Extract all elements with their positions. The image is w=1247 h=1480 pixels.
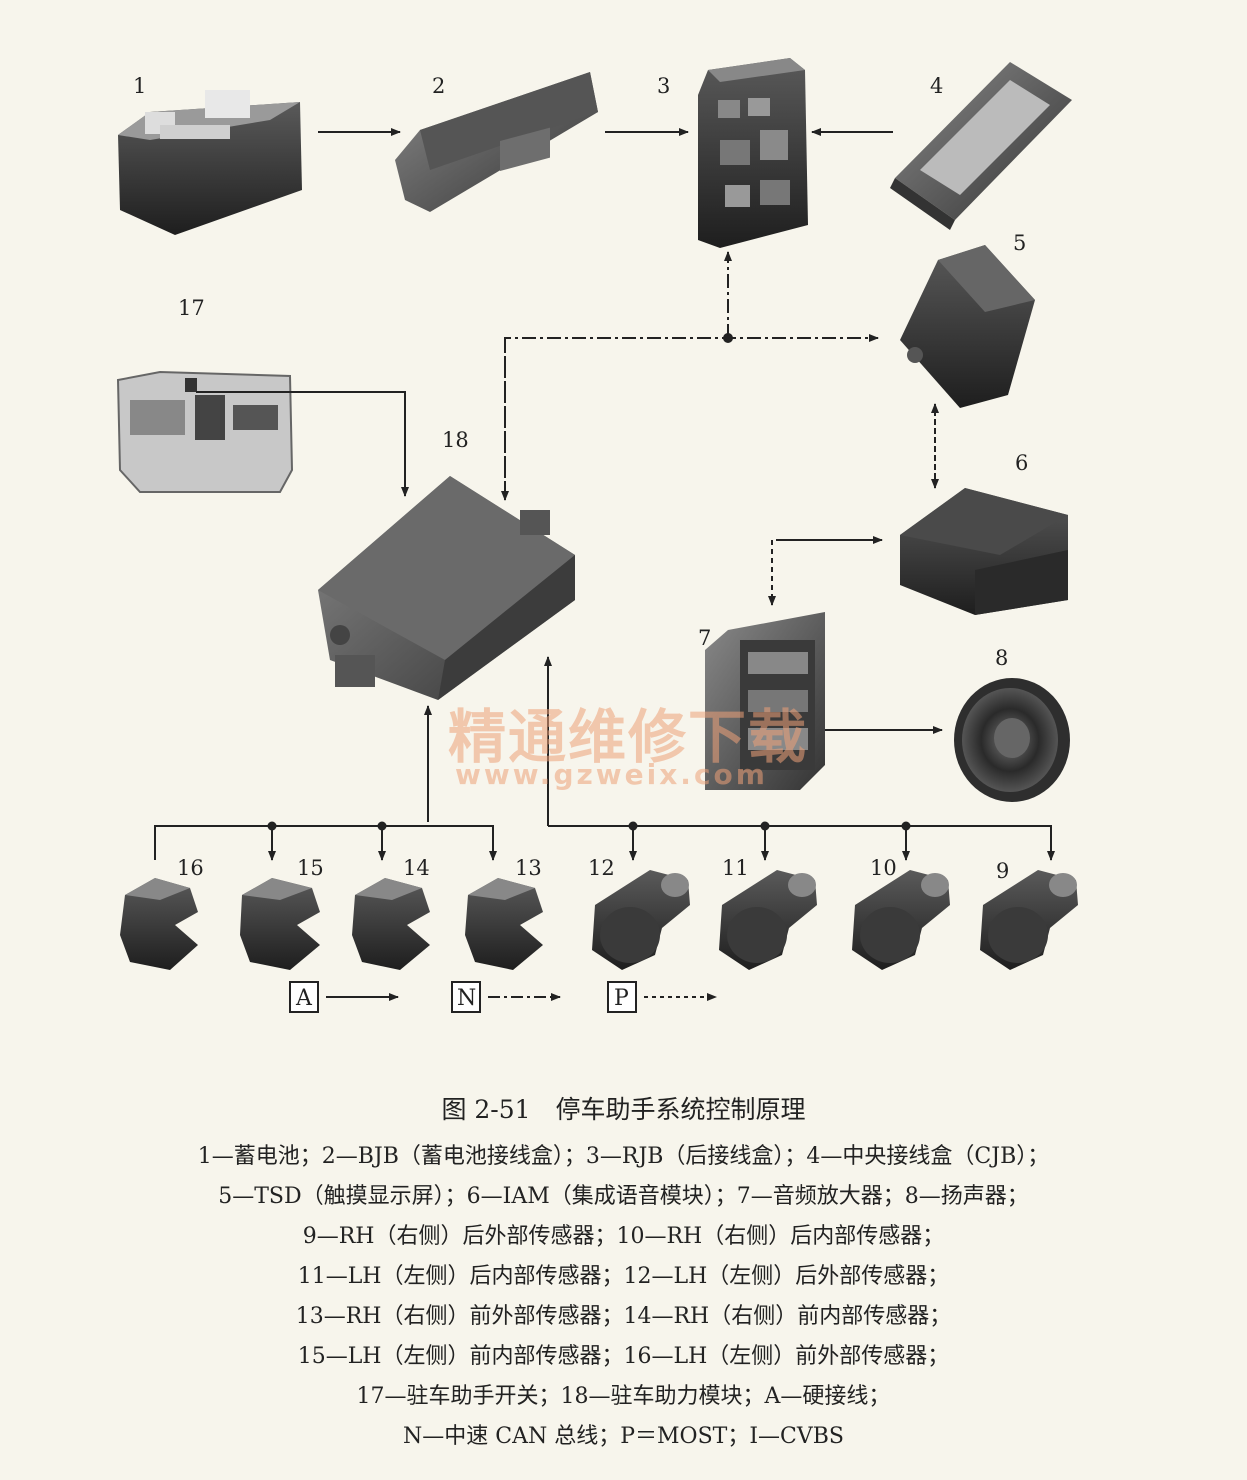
label-4: 4	[930, 74, 943, 98]
label-5: 5	[1013, 231, 1026, 255]
label-13: 13	[515, 856, 542, 880]
front-sensor-16-icon	[120, 878, 198, 970]
rear-sensor-11-icon	[719, 870, 817, 970]
label-14: 14	[403, 856, 430, 880]
connection-lines	[154, 128, 1055, 861]
label-3: 3	[657, 74, 670, 98]
speaker-icon	[954, 678, 1070, 802]
bjb-icon	[395, 72, 598, 212]
can-18-to-5	[504, 334, 879, 496]
junction-14	[377, 821, 387, 831]
label-8: 8	[995, 646, 1008, 670]
parking-aid-diagram: 1 2 3 4 5 6 7 8 9 10 11 12 13 14 15 16 1…	[116, 58, 1078, 1013]
junction-dots	[267, 333, 911, 831]
caption-line: 9—RH（右侧）后外部传感器；10—RH（右侧）后内部传感器；	[302, 1224, 945, 1249]
front-sensor-13-icon	[465, 878, 543, 970]
junction-12	[628, 821, 638, 831]
junction-11	[760, 821, 770, 831]
legend-n-label: N	[457, 986, 476, 1011]
label-1: 1	[133, 74, 146, 98]
wire-rear-bus	[548, 825, 1055, 861]
rear-sensor-10-icon	[852, 870, 950, 970]
tsd-icon	[900, 245, 1035, 408]
caption-line: N—中速 CAN 总线；P＝MOST；I—CVBS	[403, 1424, 844, 1449]
label-18: 18	[442, 428, 469, 452]
front-sensor-15-icon	[240, 878, 320, 970]
legend-a-box	[289, 981, 319, 1013]
battery-icon	[118, 90, 302, 235]
caption-line: 13—RH（右侧）前外部传感器；14—RH（右侧）前内部传感器；	[295, 1304, 952, 1329]
iam-icon	[900, 488, 1068, 615]
legend-n-box	[451, 981, 481, 1013]
figure-caption: 1—蓄电池；2—BJB（蓄电池接线盒）；3—RJB（后接线盒）；4—中央接线盒（…	[0, 1137, 1247, 1457]
label-17: 17	[178, 296, 205, 320]
rjb-icon	[698, 58, 808, 248]
junction-10	[901, 821, 911, 831]
front-sensor-14-icon	[352, 878, 430, 970]
caption-line: 11—LH（左侧）后内部传感器；12—LH（左侧）后外部传感器；	[297, 1264, 950, 1289]
parking-aid-switch-icon	[116, 370, 294, 493]
caption-line: 15—LH（左侧）前内部传感器；16—LH（左侧）前外部传感器；	[297, 1344, 950, 1369]
caption-line: 17—驻车助手开关；18—驻车助力模块；A—硬接线；	[356, 1384, 891, 1409]
cjb-icon	[890, 62, 1072, 230]
line-type-legend: A N P	[289, 981, 717, 1013]
label-16: 16	[177, 856, 204, 880]
wire-17-to-18	[196, 391, 409, 497]
label-7: 7	[698, 626, 711, 650]
junction-15	[267, 821, 277, 831]
label-6: 6	[1015, 451, 1028, 475]
label-2: 2	[432, 74, 445, 98]
component-labels: 1 2 3 4 5 6 7 8 9 10 11 12 13 14 15 16 1…	[133, 74, 1028, 883]
rear-sensor-12-icon	[592, 870, 690, 970]
rear-sensor-9-icon	[980, 870, 1078, 970]
label-15: 15	[297, 856, 324, 880]
watermark-url: www.gzweix.com	[455, 758, 768, 791]
parking-aid-module-icon	[318, 476, 575, 700]
watermark-text: 精通维修下载	[448, 703, 809, 771]
junction-can	[723, 333, 733, 343]
label-9: 9	[996, 859, 1009, 883]
legend-p-label: P	[614, 986, 629, 1011]
wire-front-bus	[154, 825, 497, 861]
label-11: 11	[722, 856, 749, 880]
label-12: 12	[588, 856, 615, 880]
most-6-to-7	[768, 539, 880, 606]
figure-title: 图 2-51 停车助手系统控制原理	[441, 1095, 806, 1124]
caption-line: 5—TSD（触摸显示屏）；6—IAM（集成语音模块）；7—音频放大器；8—扬声器…	[218, 1184, 1029, 1209]
label-10: 10	[870, 856, 897, 880]
audio-amplifier-icon	[705, 612, 825, 790]
caption-line: 1—蓄电池；2—BJB（蓄电池接线盒）；3—RJB（后接线盒）；4—中央接线盒（…	[197, 1144, 1050, 1169]
legend-p-box	[607, 981, 637, 1013]
legend-a-label: A	[295, 986, 313, 1011]
